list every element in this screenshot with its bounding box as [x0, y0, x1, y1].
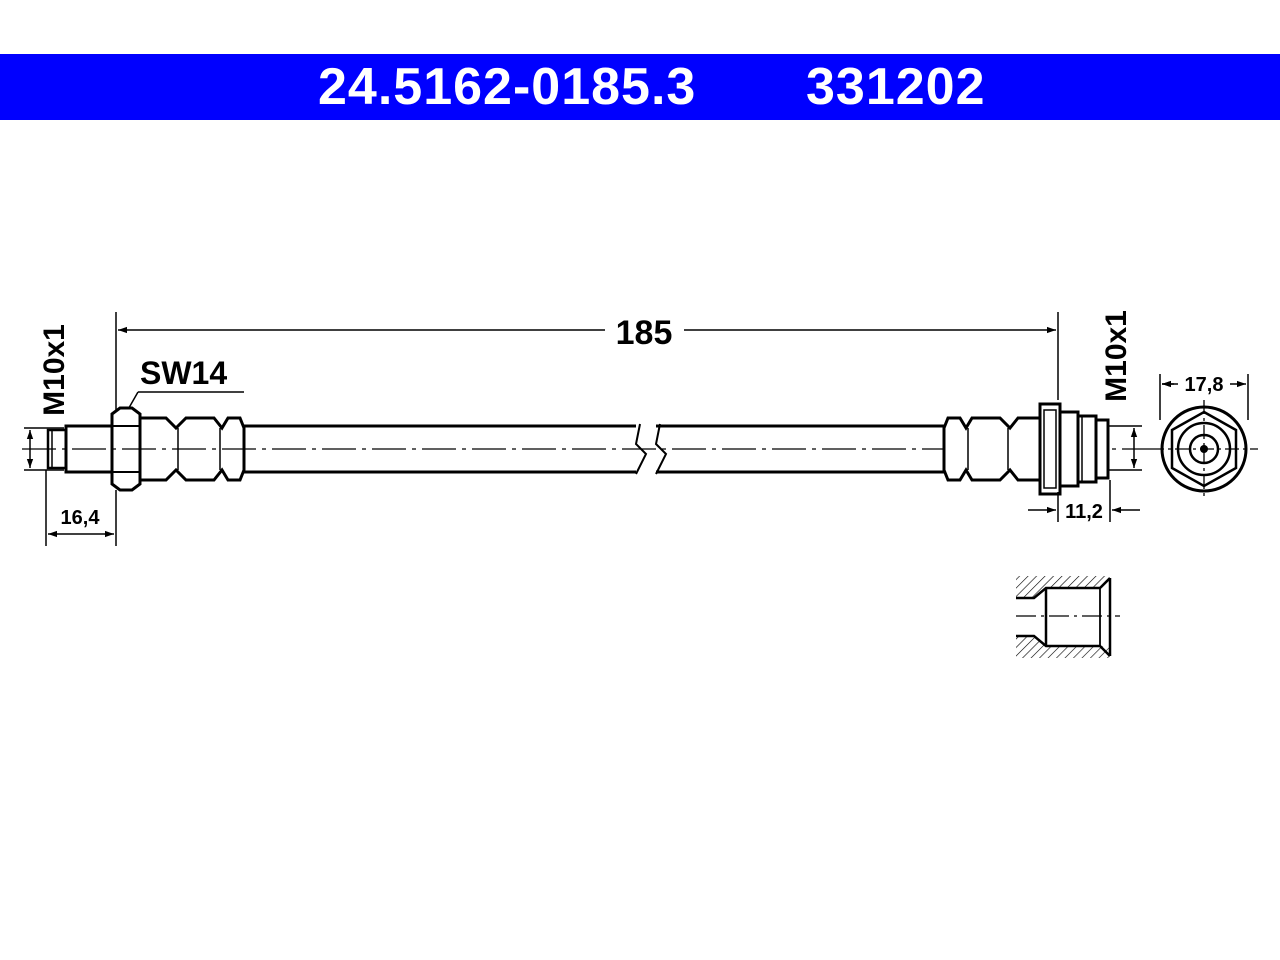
wrench-size-callout: SW14 [121, 355, 244, 421]
wrench-size-label: SW14 [140, 355, 227, 391]
right-thread-label: M10x1 [1100, 310, 1133, 402]
right-fitting-length-dimension: 11,2 [1028, 480, 1140, 523]
header-bar [0, 54, 1280, 120]
overall-length-label: 185 [616, 314, 673, 352]
left-thread-dimension: M10x1 [24, 324, 71, 471]
end-view-diameter-label: 17,8 [1185, 374, 1224, 396]
left-thread-label: M10x1 [38, 324, 71, 416]
part-number: 24.5162-0185.3 [318, 58, 697, 116]
right-thread-dimension: M10x1 [1100, 310, 1142, 471]
left-fitting-length-dimension: 16,4 [45, 470, 117, 546]
reference-number: 331202 [806, 58, 986, 116]
left-fitting-length-label: 16,4 [61, 507, 101, 529]
port-section-detail [1016, 576, 1120, 658]
right-fitting-length-label: 11,2 [1065, 501, 1103, 523]
overall-length-dimension: 185 [115, 312, 1059, 420]
right-fitting [942, 402, 1110, 496]
end-view: 17,8 [1150, 374, 1258, 498]
hose [244, 423, 944, 475]
